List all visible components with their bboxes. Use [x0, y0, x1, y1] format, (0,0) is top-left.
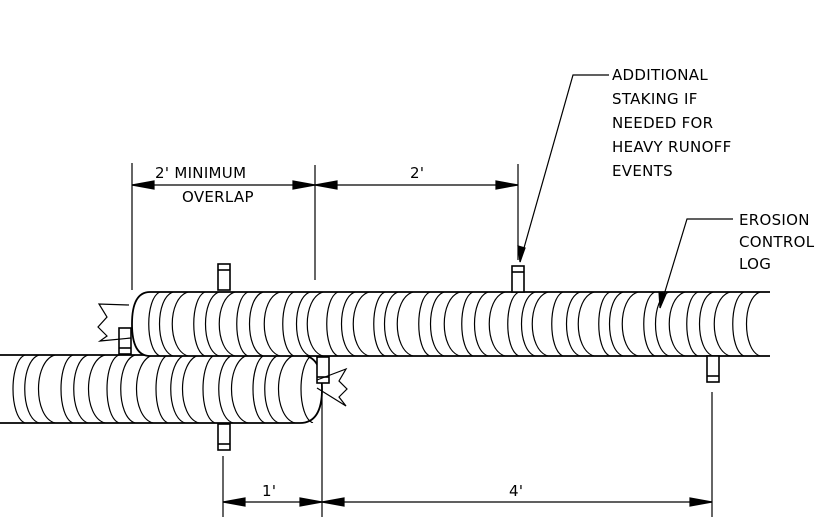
stake-upper-bottom-right	[706, 355, 720, 383]
staking-leader	[519, 74, 609, 263]
log-ring	[461, 292, 474, 356]
stake-upper-left	[118, 327, 132, 355]
log-ring	[396, 292, 414, 356]
log-ring	[418, 292, 431, 356]
log-ring	[300, 355, 314, 423]
wedge-right	[316, 367, 348, 407]
bottom-spacing-label: 4'	[509, 482, 523, 500]
log-ring	[182, 355, 200, 423]
log-ring	[565, 292, 581, 356]
log-ring	[264, 355, 280, 423]
labels: 2' MINIMUM OVERLAP 2' ADDITIONAL STAKING…	[155, 66, 815, 500]
staking-label-1: ADDITIONAL	[612, 66, 708, 84]
log-label-3: LOG	[739, 255, 771, 273]
log-ring	[248, 292, 264, 356]
log-ring	[608, 292, 624, 356]
log-ring	[202, 355, 216, 423]
log-ring	[577, 292, 595, 356]
staking-label-2: STAKING IF	[612, 90, 698, 108]
log-ring	[218, 292, 236, 356]
log-ring	[38, 355, 56, 423]
dimension-lines	[131, 180, 713, 507]
log-ring	[24, 355, 40, 423]
log-ring	[520, 292, 536, 356]
log-ring	[429, 292, 445, 356]
log-ring	[204, 292, 220, 356]
log-ring	[218, 355, 234, 423]
log-ring	[598, 292, 611, 356]
log-ring	[643, 292, 656, 356]
log-ring	[352, 292, 370, 356]
staking-label-3: NEEDED FOR	[612, 114, 713, 132]
log-ring	[231, 355, 249, 423]
log-ring	[88, 355, 106, 423]
extension-lines	[131, 163, 713, 517]
log-ring	[282, 292, 295, 356]
dim-bottom-offset	[222, 497, 323, 507]
dim-overlap	[131, 180, 316, 190]
log-ring	[170, 355, 186, 423]
stake-upper-top-2	[511, 265, 525, 293]
stake-upper-top-1	[217, 263, 231, 291]
wedge-symbols	[97, 303, 348, 407]
log-ring	[120, 355, 136, 423]
log-ring	[60, 355, 74, 423]
log-ring	[236, 292, 249, 356]
dim-bottom-spacing	[321, 497, 713, 507]
log-ring	[698, 292, 714, 356]
log-ring	[488, 292, 506, 356]
log-ring	[106, 355, 120, 423]
log-label-2: CONTROL	[739, 233, 815, 251]
bottom-offset-label: 1'	[262, 482, 276, 500]
log-ring	[12, 355, 26, 423]
log-ring	[732, 292, 745, 356]
log-ring	[745, 292, 761, 356]
log-ring	[531, 292, 549, 356]
lower-erosion-log	[0, 354, 323, 424]
staking-label-4: HEAVY RUNOFF	[612, 138, 732, 156]
log-ring	[158, 292, 174, 356]
stakes	[118, 263, 720, 451]
log-ring	[278, 355, 296, 423]
log-ring	[443, 292, 461, 356]
log-ring	[252, 355, 266, 423]
log-ring	[136, 355, 154, 423]
log-ring	[507, 292, 520, 356]
stake-lower-bottom	[217, 423, 231, 451]
top-spacing-label: 2'	[410, 164, 424, 182]
staking-label-5: EVENTS	[612, 162, 673, 180]
log-ring	[686, 292, 699, 356]
log-ring	[263, 292, 281, 356]
log-ring	[155, 355, 169, 423]
log-label-1: EROSION	[739, 211, 810, 229]
log-leader	[659, 218, 733, 309]
log-ring	[148, 292, 161, 356]
dim-top-spacing	[314, 180, 519, 190]
log-ring	[306, 292, 324, 356]
log-ring	[668, 292, 686, 356]
overlap-label-line1: 2' MINIMUM	[155, 164, 246, 182]
log-ring	[551, 292, 564, 356]
wedge-left	[97, 303, 132, 342]
leader-lines	[517, 74, 733, 309]
log-ring	[713, 292, 731, 356]
log-ring	[171, 292, 189, 356]
log-ring	[373, 292, 386, 356]
log-ring	[340, 292, 356, 356]
log-ring	[193, 292, 206, 356]
log-ring	[73, 355, 89, 423]
log-ring	[295, 292, 311, 356]
log-ring	[473, 292, 489, 356]
log-ring	[621, 292, 639, 356]
log-ring	[326, 292, 339, 356]
log-ring	[383, 292, 399, 356]
overlap-label-line2: OVERLAP	[182, 188, 254, 206]
upper-erosion-log	[131, 291, 770, 357]
